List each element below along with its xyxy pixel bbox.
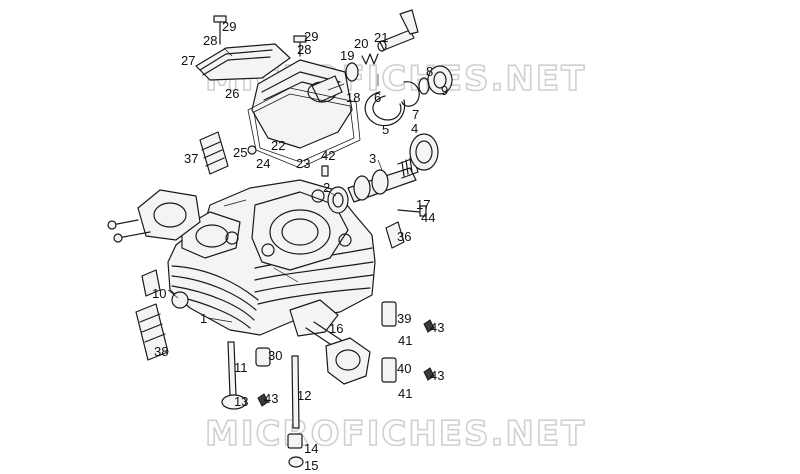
callout-9: 9: [441, 83, 448, 98]
callout-11: 11: [234, 360, 248, 375]
callout-38: 38: [154, 344, 168, 359]
callout-30: 30: [268, 348, 282, 363]
watermark-bottom: MICROFICHES.NET: [205, 414, 586, 454]
callout-25: 25: [233, 145, 247, 160]
callout-37: 37: [184, 151, 198, 166]
callout-12: 12: [297, 388, 311, 403]
bearing-4: [409, 133, 439, 171]
camshaft: [347, 157, 419, 203]
decompressor-lever: [377, 9, 419, 52]
nut-14: [287, 433, 303, 449]
pin-42: [321, 165, 329, 177]
stud-12: [291, 355, 300, 429]
callout-1: 1: [200, 311, 207, 326]
nut-43-b: [423, 367, 435, 381]
callout-28a: 28: [203, 33, 217, 48]
callout-8: 8: [426, 64, 433, 79]
callout-43a: 43: [430, 320, 444, 335]
callout-43b: 43: [430, 368, 444, 383]
callout-labels: 1 2 3 4 5 6 7 8 9 10 11 12 13 14 15 16 1…: [152, 19, 448, 473]
nut-43-a: [423, 319, 435, 333]
callout-13: 13: [234, 394, 248, 409]
circlips: [364, 81, 420, 127]
callout-15: 15: [304, 458, 318, 473]
stud-39: [381, 301, 397, 327]
seal-19: [345, 62, 359, 82]
callout-28b: 28: [297, 42, 311, 57]
callout-14: 14: [304, 441, 318, 456]
washer-13: [221, 394, 247, 410]
callout-36: 36: [397, 229, 411, 244]
leader-lines: [167, 47, 383, 323]
callout-40: 40: [397, 361, 411, 376]
cover-gasket-inner: [253, 93, 355, 163]
callout-41b: 41: [398, 386, 412, 401]
spring-20: [361, 53, 379, 65]
block-36: [385, 221, 405, 249]
callout-27: 27: [181, 53, 195, 68]
callout-39: 39: [397, 311, 411, 326]
bushing-30: [255, 347, 271, 367]
bearing-8-9: [418, 65, 453, 95]
callout-7: 7: [412, 107, 419, 122]
callout-20: 20: [354, 36, 368, 51]
callout-29b: 29: [304, 29, 318, 44]
callout-3: 3: [369, 151, 376, 166]
callout-4: 4: [411, 121, 418, 136]
screw-28-29: [213, 15, 307, 57]
valve-cover: [251, 59, 353, 149]
callout-26: 26: [225, 86, 239, 101]
exhaust-studs: [305, 321, 371, 385]
cylinder-head: [167, 179, 376, 337]
callout-22: 22: [271, 138, 285, 153]
callout-2: 2: [323, 180, 330, 195]
bearing-2: [327, 186, 349, 214]
callout-29a: 29: [222, 19, 236, 34]
callout-17: 17: [416, 197, 430, 212]
nut-43-c: [257, 393, 269, 407]
callout-21: 21: [374, 30, 388, 45]
callout-42: 42: [321, 148, 335, 163]
screw-24-25: [247, 145, 257, 155]
callout-18: 18: [346, 90, 360, 105]
callout-24: 24: [256, 156, 270, 171]
callout-41a: 41: [398, 333, 412, 348]
callout-19: 19: [340, 48, 354, 63]
callout-44: 44: [421, 210, 435, 225]
intake-flange: [107, 189, 201, 243]
damper-block-38: [135, 303, 169, 361]
callout-43c: 43: [264, 391, 278, 406]
callout-23: 23: [296, 156, 310, 171]
plug-10: [141, 269, 189, 309]
callout-16: 16: [329, 321, 343, 336]
stud-40: [381, 357, 397, 383]
callout-6: 6: [374, 90, 381, 105]
callout-10: 10: [152, 286, 166, 301]
bolt-17: [397, 205, 427, 217]
washer-15: [288, 456, 304, 468]
damper-block-37: [199, 131, 229, 175]
callout-5: 5: [382, 122, 389, 137]
rocker-cover-small: [195, 43, 291, 81]
